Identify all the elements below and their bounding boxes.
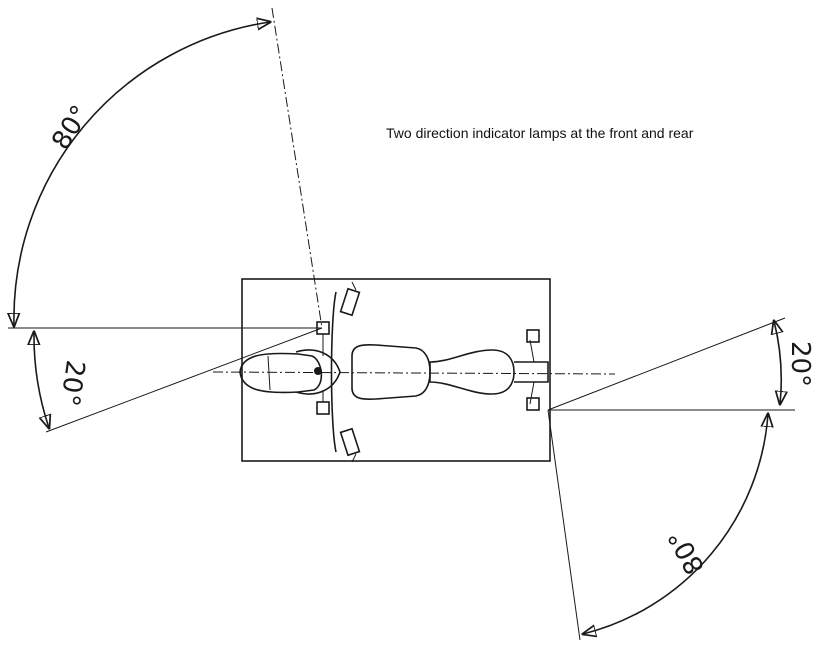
front-80-deg-label: 80° bbox=[46, 100, 96, 155]
rear-80-deg-arc bbox=[583, 414, 768, 634]
front-20-deg-boundary bbox=[45, 327, 323, 433]
front-20-deg-label: 20° bbox=[54, 358, 90, 408]
seat bbox=[429, 349, 515, 395]
front-20-deg-arc bbox=[34, 332, 49, 428]
tail-section bbox=[514, 361, 549, 383]
rear-20-deg-label: 20° bbox=[785, 341, 815, 387]
rear-right-indicator-lamp bbox=[526, 397, 540, 411]
front-80-deg-boundary bbox=[271, 7, 323, 329]
right-mirror bbox=[339, 427, 361, 457]
diagram-caption: Two direction indicator lamps at the fro… bbox=[386, 125, 694, 141]
rear-left-indicator-lamp bbox=[526, 329, 540, 343]
left-mirror bbox=[339, 287, 361, 317]
rear-80-deg-boundary bbox=[547, 409, 581, 641]
vehicle-centerline bbox=[212, 371, 616, 375]
vehicle-outline-rect bbox=[241, 278, 551, 462]
handlebar bbox=[330, 291, 337, 453]
fuel-tank bbox=[351, 343, 431, 401]
rear-20-deg-arc bbox=[774, 321, 781, 404]
headlamp-nacelle bbox=[295, 349, 341, 395]
rear-20-deg-boundary bbox=[547, 317, 786, 411]
steering-head-icon bbox=[314, 367, 322, 375]
right-mirror-tip bbox=[351, 453, 357, 463]
front-right-indicator-lamp bbox=[316, 401, 330, 415]
motorcycle-top-view bbox=[239, 281, 549, 463]
tail-lamp-stalks bbox=[529, 339, 535, 405]
left-mirror-tip bbox=[351, 281, 357, 291]
rear-80-deg-label: 80° bbox=[663, 524, 711, 579]
front-80-deg-arc bbox=[14, 22, 270, 326]
front-wheel-divider bbox=[267, 355, 271, 391]
